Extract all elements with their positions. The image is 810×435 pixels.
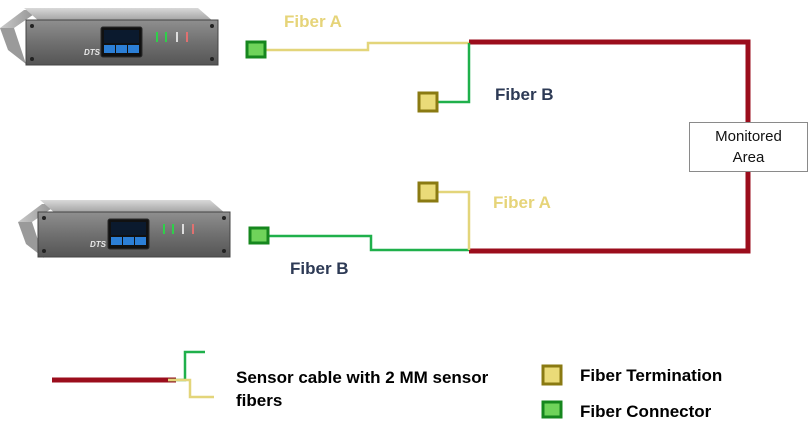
dts-brand-top: DTS xyxy=(84,48,100,57)
top-fiber-a-line xyxy=(263,41,469,52)
dts-unit-top xyxy=(0,8,219,66)
legend-fiber-connector-label: Fiber Connector xyxy=(580,402,712,421)
monitored-area-label: Monitored Area xyxy=(715,128,782,166)
top-fiber-b-line xyxy=(436,43,471,104)
legend-fiber-termination-icon xyxy=(541,364,563,386)
top-fiber-b-label: Fiber B xyxy=(495,85,554,104)
bottom-fiber-a-line xyxy=(436,190,471,250)
dts-brand-bottom: DTS xyxy=(90,240,106,249)
top-fiber-termination-icon xyxy=(417,91,439,113)
top-fiber-a-label: Fiber A xyxy=(284,12,342,31)
legend-sensor-cable-label: Sensor cable with 2 MM sensor fibers xyxy=(236,368,489,410)
legend-fiber-termination-label: Fiber Termination xyxy=(580,366,723,385)
bottom-fiber-connector-icon xyxy=(248,226,270,245)
bottom-fiber-a-label: Fiber A xyxy=(493,193,551,212)
monitored-area-box: Monitored Area xyxy=(689,122,808,172)
bottom-fiber-b-label: Fiber B xyxy=(290,259,349,278)
dts-unit-bottom xyxy=(18,200,231,258)
legend-sensor-cable-icon xyxy=(52,350,214,399)
bottom-fiber-termination-icon xyxy=(417,181,439,203)
legend-fiber-connector-icon xyxy=(541,400,563,419)
top-fiber-connector-icon xyxy=(245,40,267,59)
bottom-fiber-b-line xyxy=(266,234,469,252)
